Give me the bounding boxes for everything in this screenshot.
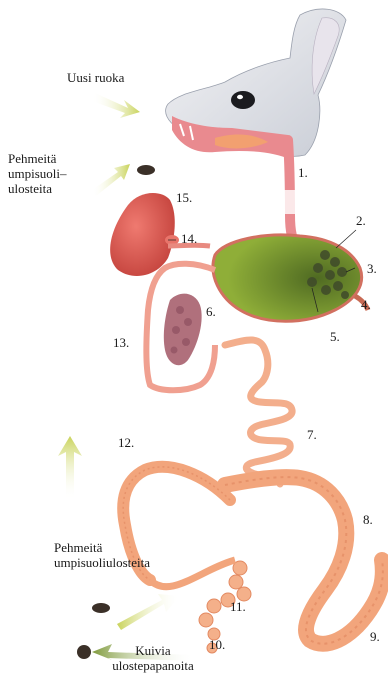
label-dry-pellets-line2: ulostepapanoita [103,658,203,673]
label-soft-pellets-top-line1: Pehmeitä [8,151,67,166]
number-14: 14. [181,232,197,246]
label-soft-pellets-bottom-line1: Pehmeitä [54,540,150,555]
number-7: 7. [307,428,317,442]
number-3: 3. [367,262,377,276]
small-intestine [225,340,292,484]
arrow-up [58,436,82,500]
number-1: 1. [298,166,308,180]
number-15: 15. [176,191,192,205]
label-soft-pellets-bottom: Pehmeitä umpisuoliulosteita [54,540,150,570]
label-soft-pellets-bottom-line2: umpisuoliulosteita [54,555,150,570]
label-soft-pellets-top-line3: ulosteita [8,181,67,196]
arrow-new-food [92,93,140,118]
caecum [225,477,383,644]
label-soft-pellets-top: Pehmeitä umpisuoli– ulosteita [8,151,67,196]
number-5: 5. [330,330,340,344]
pancreas [164,294,202,366]
soft-pellet-top [137,165,155,175]
number-10: 10. [209,638,225,652]
label-soft-pellets-top-line2: umpisuoli– [8,166,67,181]
number-12: 12. [118,436,134,450]
label-dry-pellets: Kuivia ulostepapanoita [103,643,203,673]
number-2: 2. [356,214,366,228]
number-8: 8. [363,513,373,527]
rabbit-head [166,9,346,160]
label-dry-pellets-line1: Kuivia [103,643,203,658]
arrow-soft-pellets-top [92,164,130,196]
label-new-food: Uusi ruoka [67,70,124,85]
number-4: 4. [361,298,371,312]
number-11: 11. [230,600,246,614]
number-6: 6. [206,305,216,319]
stomach [213,235,362,321]
liver [110,193,175,276]
soft-pellet-bottom [92,603,110,613]
dry-pellet [77,645,91,659]
arrow-soft-pellets-bottom [117,594,180,630]
number-13: 13. [113,336,129,350]
number-9: 9. [370,630,380,644]
